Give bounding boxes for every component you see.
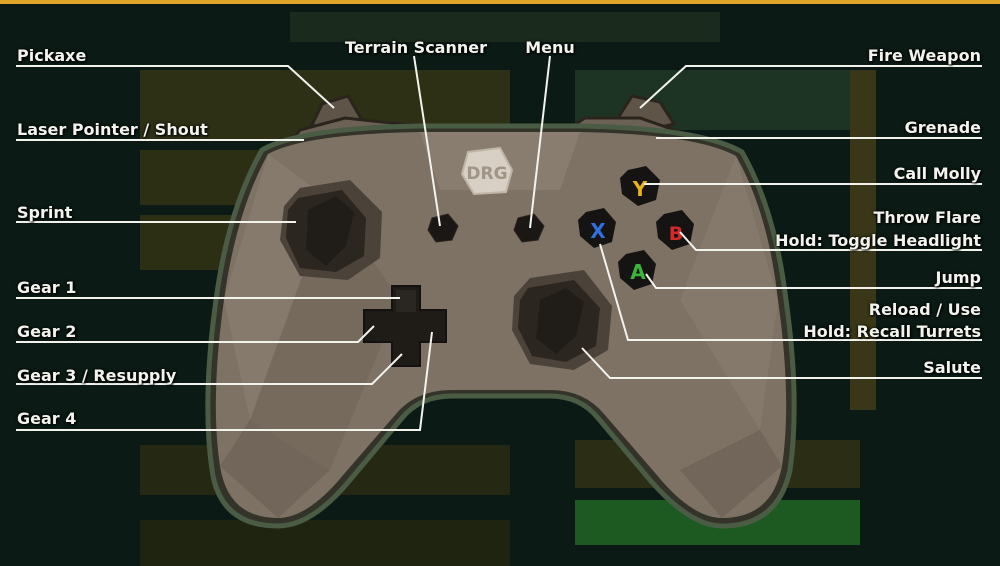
left-thumbstick[interactable] <box>280 180 382 280</box>
label-salute: Salute <box>923 358 981 377</box>
label-gear1: Gear 1 <box>17 278 77 297</box>
svg-text:X: X <box>590 219 606 243</box>
label-menu: Menu <box>525 38 575 57</box>
line-salute <box>581 347 982 379</box>
label-fire-weapon: Fire Weapon <box>867 46 981 65</box>
label-gear4: Gear 4 <box>17 409 77 428</box>
d-pad[interactable] <box>363 285 447 367</box>
view-button[interactable] <box>427 213 459 243</box>
label-gear3: Gear 3 / Resupply <box>17 366 177 385</box>
right-thumbstick[interactable] <box>512 270 612 370</box>
label-recall-turrets: Hold: Recall Turrets <box>803 322 981 341</box>
line-gear2 <box>16 325 375 343</box>
x-button[interactable]: X <box>578 208 616 248</box>
line-jump <box>645 273 982 289</box>
line-throw-flare <box>679 231 982 251</box>
b-button[interactable]: B <box>656 210 694 250</box>
label-toggle-headlight: Hold: Toggle Headlight <box>775 231 981 250</box>
label-pickaxe: Pickaxe <box>17 46 87 65</box>
line-reload <box>599 243 982 341</box>
label-grenade: Grenade <box>904 118 981 137</box>
line-pickaxe <box>16 65 335 109</box>
gamepad: DRG Y B <box>205 94 797 529</box>
label-terrain-scanner: Terrain Scanner <box>345 38 487 57</box>
top-accent-strip <box>0 0 1000 4</box>
menu-button[interactable] <box>513 213 545 243</box>
svg-text:B: B <box>669 223 683 245</box>
line-menu <box>529 55 551 229</box>
y-button[interactable]: Y <box>620 166 660 206</box>
label-jump: Jump <box>935 268 981 287</box>
label-reload: Reload / Use <box>868 300 981 319</box>
label-gear2: Gear 2 <box>17 322 77 341</box>
label-throw-flare: Throw Flare <box>873 208 982 227</box>
label-laser-pointer: Laser Pointer / Shout <box>17 120 208 139</box>
callout-lines <box>16 55 982 431</box>
svg-text:Y: Y <box>632 177 648 201</box>
line-gear3 <box>16 353 403 385</box>
line-fire-weapon <box>639 65 982 109</box>
drg-logo: DRG <box>460 146 514 196</box>
a-button[interactable]: A <box>618 250 656 290</box>
label-call-molly: Call Molly <box>893 164 981 183</box>
label-sprint: Sprint <box>17 203 73 222</box>
svg-text:A: A <box>630 260 646 284</box>
svg-text:DRG: DRG <box>466 164 507 184</box>
line-terrain-scanner <box>413 55 441 227</box>
line-gear4 <box>16 331 433 431</box>
